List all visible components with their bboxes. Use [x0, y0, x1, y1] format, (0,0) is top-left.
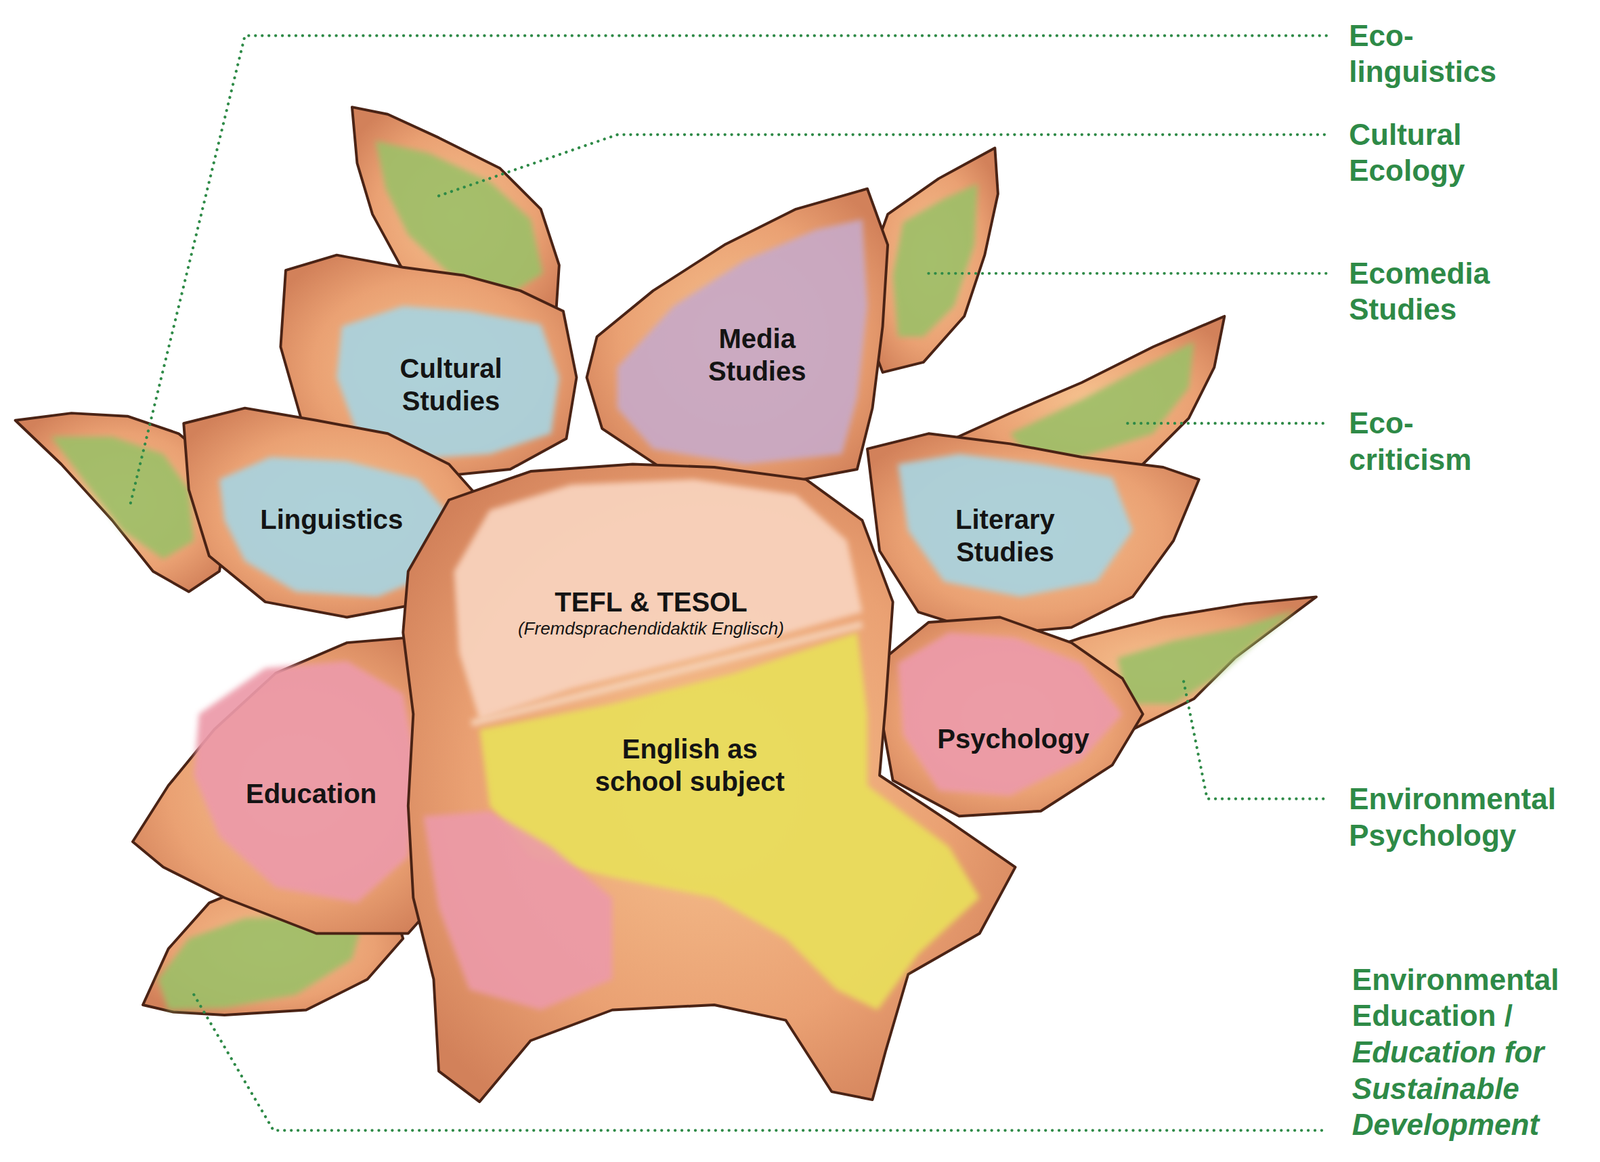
field-name: English as school subject: [575, 732, 805, 798]
discipline-field: Literary Studies: [951, 499, 1059, 573]
green-patch: [50, 436, 194, 560]
light-stripe: [471, 624, 862, 724]
leader-line: [1183, 681, 1327, 799]
leader-line: [130, 35, 1327, 504]
field-name: Linguistics: [260, 503, 403, 536]
field-label: Environmental Psychology: [1348, 780, 1556, 854]
green-patch: [1117, 610, 1296, 705]
field-name: Literary Studies: [955, 503, 1055, 569]
leader-line: [438, 134, 1327, 196]
field-label: Eco- criticism: [1348, 404, 1472, 478]
discipline-field: Cultural Studies: [396, 348, 507, 422]
field-name: Psychology: [937, 722, 1090, 755]
subtitle-text: (Fremdsprachendidaktik Englisch): [517, 618, 785, 640]
pink-patch: [897, 632, 1123, 796]
field-name: Education: [245, 777, 377, 810]
label-anchor: Environmental Education /: [1352, 961, 1576, 1034]
discipline-field: Media Studies: [704, 318, 810, 392]
petal: [867, 433, 1200, 635]
core-field: TEFL & TESOL(Fremdsprachendidaktik Engli…: [513, 581, 789, 644]
label-anchor: Environmental Psychology: [1348, 780, 1556, 854]
leader-line: [193, 994, 1327, 1131]
discipline-field: Linguistics: [255, 499, 407, 540]
leader-line: [928, 272, 1327, 275]
purple-patch: [617, 219, 868, 465]
pink-patch: [193, 660, 419, 903]
leader-line: [1127, 421, 1327, 425]
field-label: Ecomedia Studies: [1348, 255, 1490, 328]
field-name: Cultural Studies: [400, 352, 503, 418]
petal: [587, 188, 889, 485]
label-anchor: Eco- linguistics: [1348, 17, 1497, 91]
green-patch: [1010, 341, 1194, 458]
blue-patch: [897, 453, 1133, 597]
field-label: Education for Sustainable Development: [1352, 1033, 1576, 1143]
field-name: Media Studies: [708, 322, 806, 388]
field-name: TEFL & TESOL: [517, 585, 785, 619]
discipline-field: Psychology: [933, 718, 1094, 760]
label-anchor: Education for Sustainable Development: [1352, 1033, 1576, 1143]
label-anchor: Eco- criticism: [1348, 404, 1472, 478]
core-field: English as school subject: [571, 728, 809, 802]
field-label: Environmental Education /: [1352, 961, 1576, 1034]
discipline-field: Education: [241, 773, 381, 814]
label-anchor: Cultural Ecology: [1348, 116, 1465, 189]
green-patch: [893, 183, 978, 337]
pink-patch: [423, 811, 613, 1011]
central-body: [402, 463, 1015, 1102]
field-label: Cultural Ecology: [1348, 116, 1465, 189]
label-anchor: Ecomedia Studies: [1348, 255, 1490, 328]
petal: [872, 616, 1143, 816]
field-label: Eco- linguistics: [1348, 17, 1497, 91]
